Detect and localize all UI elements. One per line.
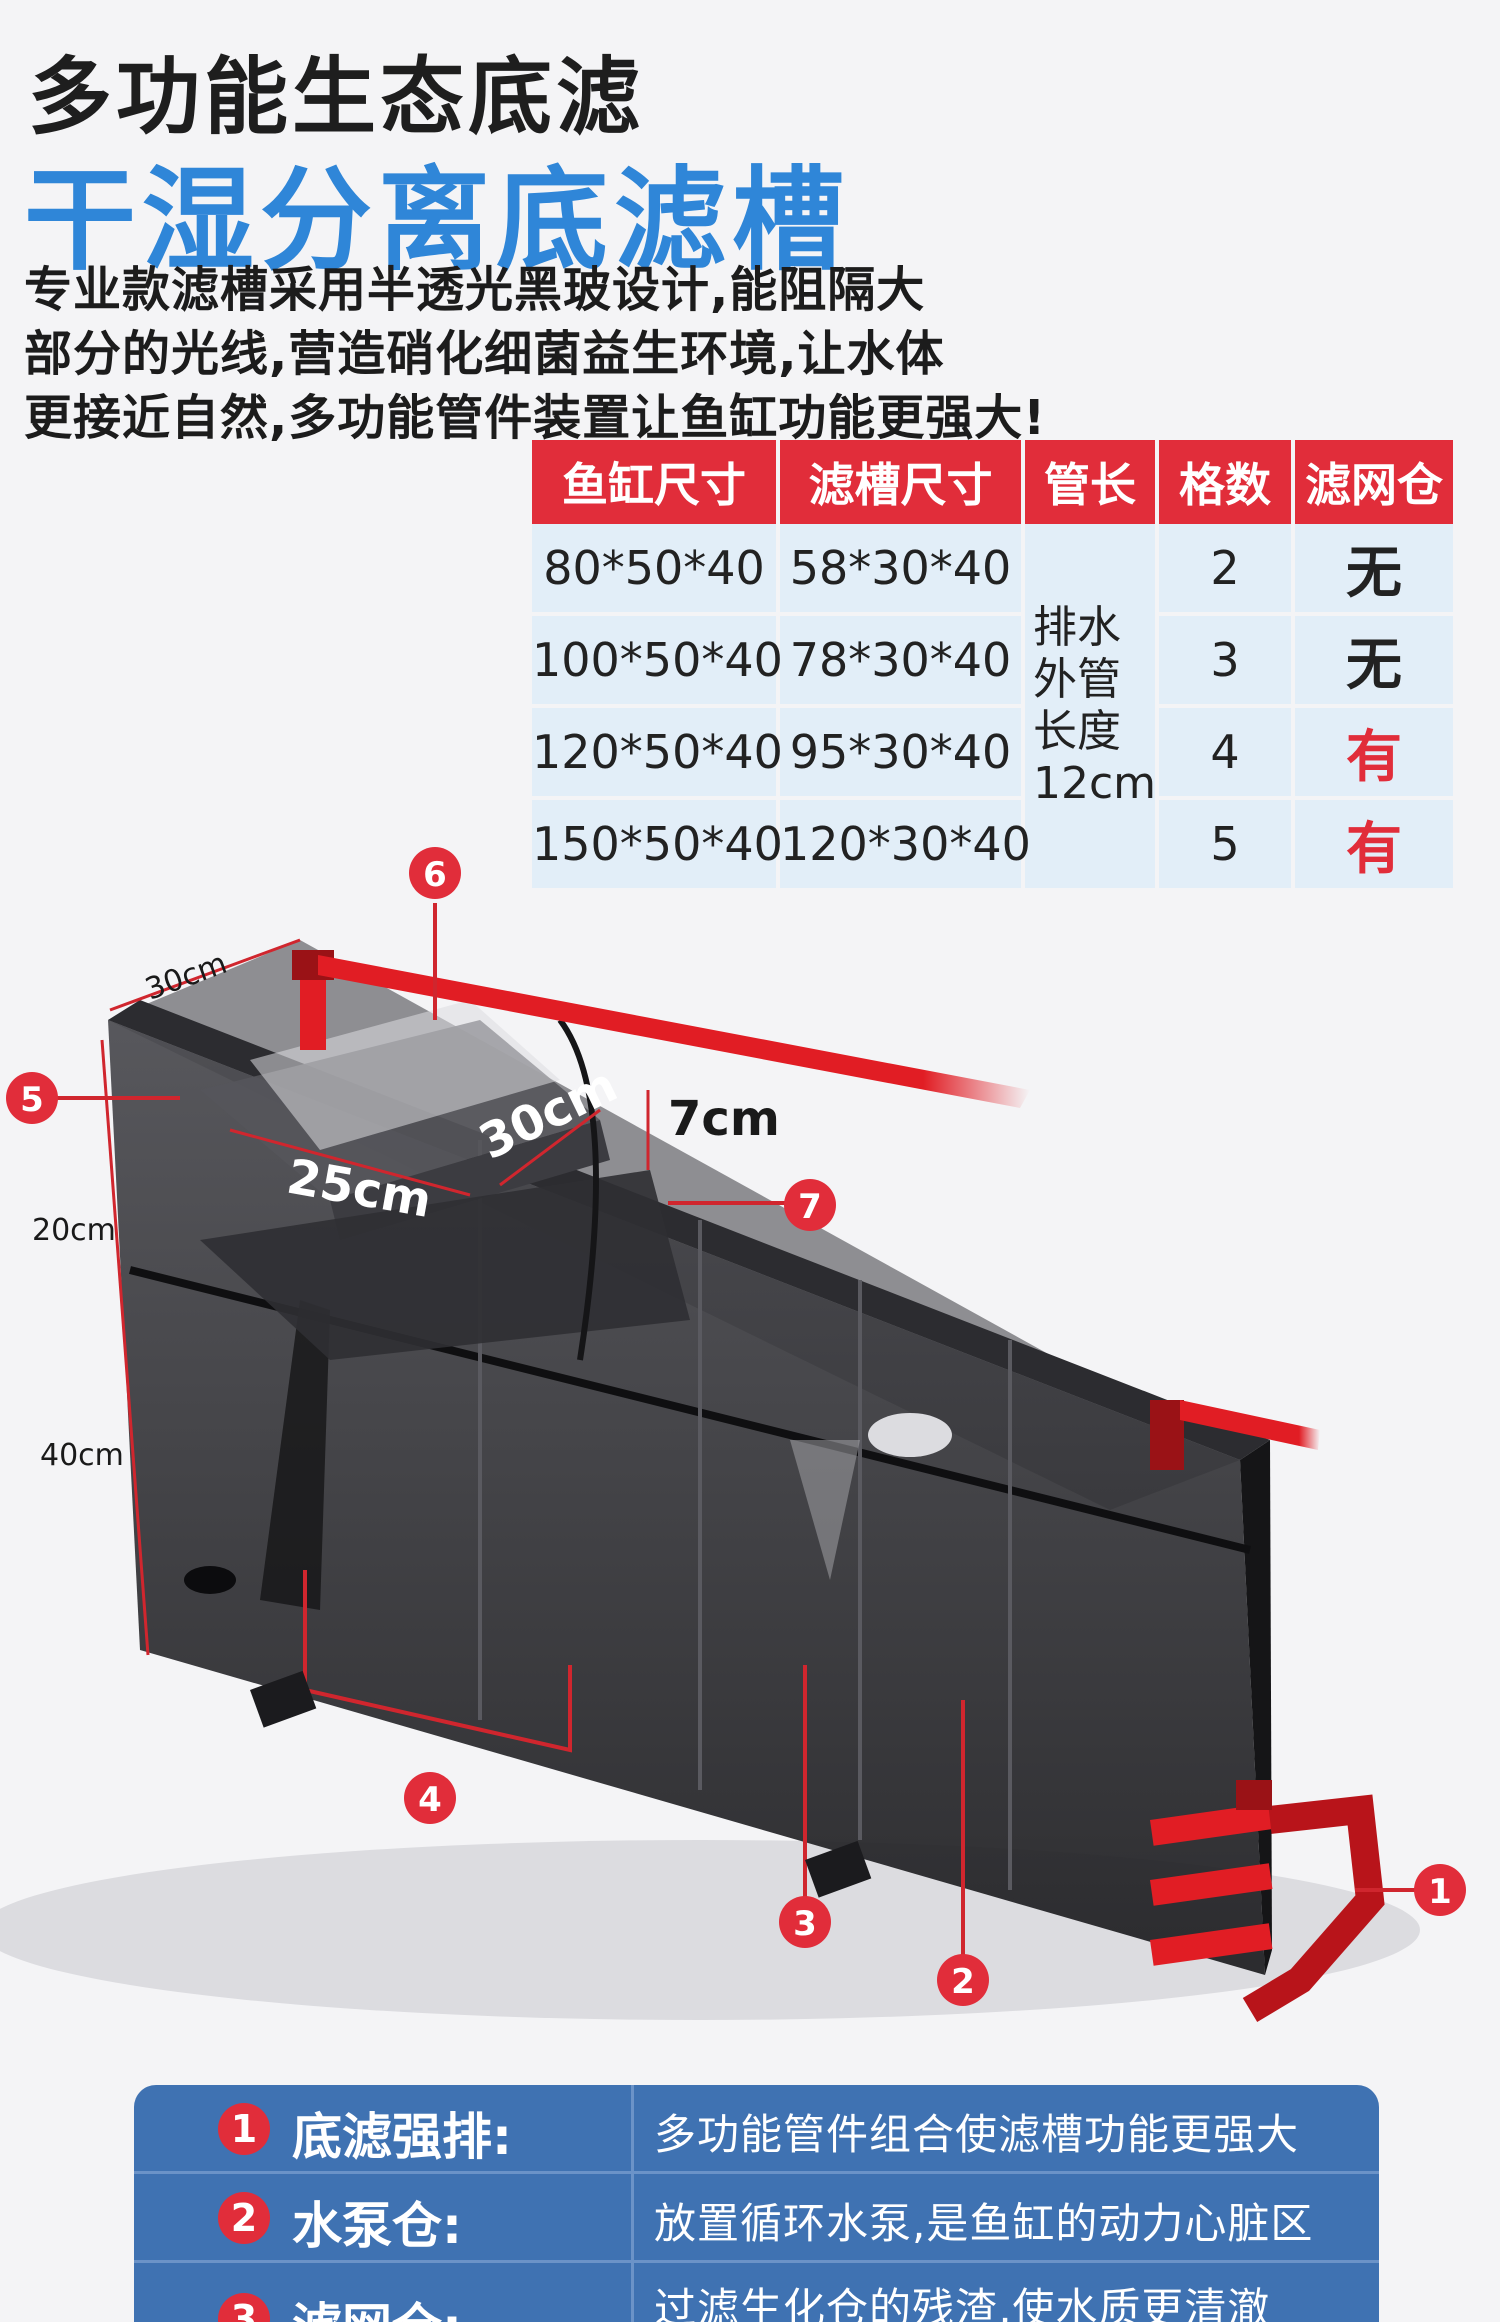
legend-number: 3	[218, 2293, 270, 2322]
cell-filter-size: 120*30*40	[778, 798, 1031, 892]
leader-lines	[55, 903, 1420, 1975]
marker-7: 7	[784, 1179, 836, 1231]
svg-text:5: 5	[20, 1080, 44, 1120]
legend-item: 3 滤网仓: 过滤生化仓的残渣,使水质更清澈	[134, 2275, 1379, 2322]
description-line: 专业款滤槽采用半透光黑玻设计,能阻隔大	[24, 262, 926, 318]
marker-6: 6	[409, 847, 461, 899]
tank-foot	[250, 1670, 317, 1728]
cell-tank-size: 100*50*40	[532, 614, 783, 708]
legend-text: 多功能管件组合使滤槽功能更强大	[654, 2110, 1300, 2159]
svg-text:7: 7	[798, 1187, 822, 1227]
description: 专业款滤槽采用半透光黑玻设计,能阻隔大 部分的光线,营造硝化细菌益生环境,让水体…	[24, 258, 1124, 450]
pipe-length-line: 外管	[1033, 654, 1121, 705]
legend-text: 过滤生化仓的残渣,使水质更清澈	[654, 2284, 1271, 2322]
marker-2: 2	[937, 1954, 989, 2006]
svg-text:6: 6	[423, 855, 447, 895]
table-row: 120*50*40 95*30*40 4 有	[532, 706, 1457, 800]
marker-1: 1	[1414, 1864, 1466, 1916]
legend-name: 水泵仓:	[292, 2197, 462, 2255]
marker-5: 5	[6, 1072, 58, 1124]
legend-panel: 1 底滤强排: 多功能管件组合使滤槽功能更强大 2 水泵仓: 放置循环水泵,是鱼…	[134, 2085, 1379, 2322]
legend-item: 2 水泵仓: 放置循环水泵,是鱼缸的动力心脏区	[134, 2174, 1379, 2262]
pipe-length-line: 12cm	[1033, 758, 1157, 809]
description-line: 部分的光线,营造硝化细菌益生环境,让水体	[24, 326, 945, 382]
legend-divider	[631, 2085, 634, 2322]
cell-mesh: 无	[1293, 614, 1457, 708]
description-line: 更接近自然,多功能管件装置让鱼缸功能更强大!	[24, 390, 1047, 446]
legend-separator	[134, 2260, 1379, 2263]
pipe-length-line: 排水	[1033, 602, 1121, 653]
cell-grid-count: 2	[1157, 524, 1295, 616]
table-row: 100*50*40 78*30*40 3 无	[532, 614, 1457, 708]
svg-text:1: 1	[1428, 1872, 1452, 1912]
marker-3: 3	[779, 1896, 831, 1948]
header-pipe-length: 管长	[1023, 440, 1159, 524]
header-filter-size: 滤槽尺寸	[778, 440, 1025, 524]
cell-tank-size: 120*50*40	[532, 706, 783, 800]
cell-mesh: 有	[1293, 706, 1457, 800]
cell-grid-count: 5	[1157, 798, 1295, 892]
svg-text:4: 4	[418, 1780, 442, 1820]
dim-height-upper: 20cm	[32, 1213, 116, 1248]
cell-tank-size: 80*50*40	[532, 524, 780, 616]
table-row: 150*50*40 120*30*40 5 有	[532, 798, 1457, 892]
return-pipe	[292, 950, 1320, 1470]
svg-text:3: 3	[793, 1904, 817, 1944]
tank-foot	[805, 1840, 872, 1898]
title-line1: 多功能生态底滤	[28, 48, 645, 146]
legend-item: 1 底滤强排: 多功能管件组合使滤槽功能更强大	[134, 2085, 1379, 2173]
table-row: 80*50*40 58*30*40 排水 外管 长度 12cm 2 无	[532, 524, 1457, 892]
legend-text: 放置循环水泵,是鱼缸的动力心脏区	[654, 2199, 1314, 2248]
header-mesh-chamber: 滤网仓	[1293, 440, 1457, 524]
dim-height-lower: 40cm	[40, 1438, 124, 1473]
header-tank-size: 鱼缸尺寸	[532, 440, 780, 524]
spec-table: 鱼缸尺寸 滤槽尺寸 管长 格数 滤网仓 80*50*40 58*30*40 排水…	[532, 440, 1457, 892]
cell-mesh: 无	[1293, 524, 1457, 616]
cell-tank-size: 150*50*40	[532, 798, 783, 892]
cell-filter-size: 95*30*40	[778, 706, 1025, 800]
cell-mesh: 有	[1293, 798, 1457, 892]
cell-grid-count: 3	[1157, 614, 1295, 708]
cell-pipe-length: 排水 外管 长度 12cm	[1023, 524, 1159, 892]
legend-name: 底滤强排:	[292, 2108, 512, 2166]
drain-hole	[868, 1413, 952, 1457]
cell-filter-size: 78*30*40	[778, 614, 1025, 708]
legend-number: 1	[218, 2103, 270, 2155]
drip-box	[200, 1000, 690, 1361]
marker-4: 4	[404, 1772, 456, 1824]
legend-name: 滤网仓:	[292, 2287, 462, 2322]
title-line2: 干湿分离底滤槽	[24, 156, 850, 286]
table-header-row: 鱼缸尺寸 滤槽尺寸 管长 格数 滤网仓	[532, 440, 1457, 524]
outlet-pipes	[1149, 1780, 1385, 2023]
dim-box-height: 7cm	[668, 1091, 780, 1147]
sump-diagram: 30cm 20cm 40cm 7cm 30cm 25cm 6 5 7 4 3 2…	[0, 847, 1466, 2023]
legend-separator	[134, 2171, 1379, 2174]
cell-grid-count: 4	[1157, 706, 1295, 800]
cell-filter-size: 58*30*40	[778, 524, 1025, 616]
header-grid-count: 格数	[1157, 440, 1295, 524]
pipe-length-line: 长度	[1033, 706, 1121, 757]
legend-number: 2	[218, 2192, 270, 2244]
dimension-lines	[100, 938, 650, 1656]
svg-text:2: 2	[951, 1962, 975, 2002]
